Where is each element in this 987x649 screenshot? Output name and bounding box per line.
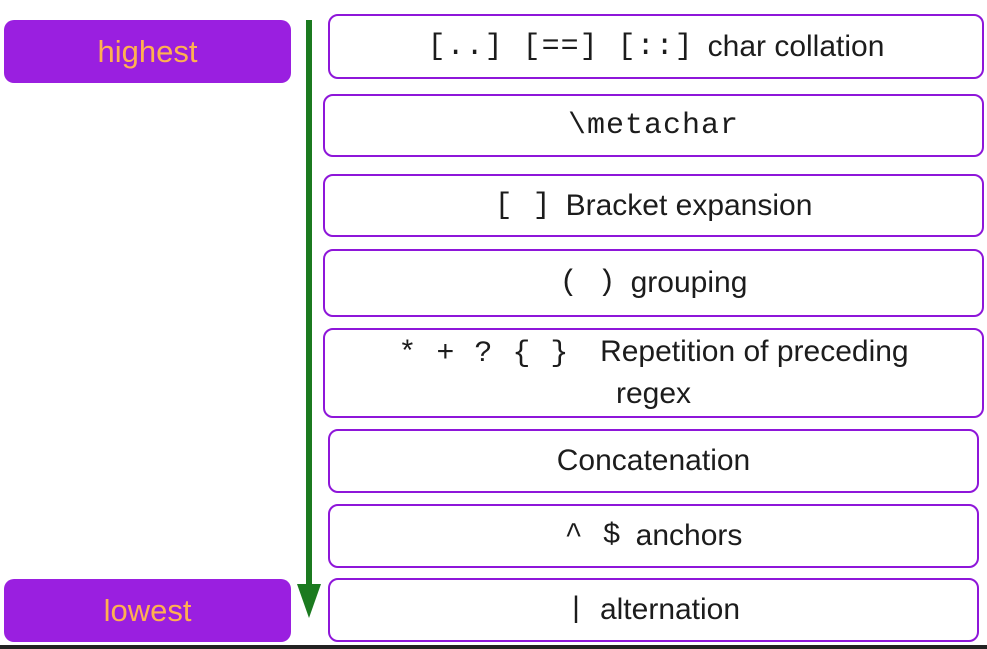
rule-repetition: * + ? { } Repetition of preceding regex xyxy=(323,328,984,418)
rule-anchors: ^ $ anchors xyxy=(328,504,979,568)
lowest-label: lowest xyxy=(103,592,192,628)
rule-symbols: [..] [==] [::] xyxy=(427,29,694,64)
rule-symbols: | xyxy=(566,593,586,627)
rule-symbols: \metachar xyxy=(567,108,740,143)
rule-symbols: * + ? { } xyxy=(398,337,570,371)
precedence-arrow-icon xyxy=(297,20,321,618)
rule-symbols: [ ] xyxy=(494,188,552,223)
rule-concatenation: Concatenation xyxy=(328,429,979,493)
rule-bracket-expansion: [ ] Bracket expansion xyxy=(323,174,984,237)
rule-text: grouping xyxy=(630,266,748,299)
rule-text-line2: regex xyxy=(615,377,692,410)
bottom-divider xyxy=(0,645,987,649)
rule-text: alternation xyxy=(599,593,741,626)
rule-text: anchors xyxy=(635,519,743,552)
highest-precedence-badge: highest xyxy=(4,20,291,83)
rule-symbols: ( ) xyxy=(559,266,617,300)
rule-text: Bracket expansion xyxy=(565,188,813,222)
rule-text: Repetition of preceding xyxy=(600,335,909,368)
rule-alternation: | alternation xyxy=(328,578,979,642)
rule-symbols: ^ $ xyxy=(564,519,622,553)
rule-grouping: ( ) grouping xyxy=(323,249,984,317)
lowest-precedence-badge: lowest xyxy=(4,579,291,642)
rule-text: Concatenation xyxy=(556,444,751,477)
rule-char-collation: [..] [==] [::] char collation xyxy=(328,14,984,79)
highest-label: highest xyxy=(97,33,198,69)
rule-metachar: \metachar xyxy=(323,94,984,157)
rule-text: char collation xyxy=(707,29,885,63)
